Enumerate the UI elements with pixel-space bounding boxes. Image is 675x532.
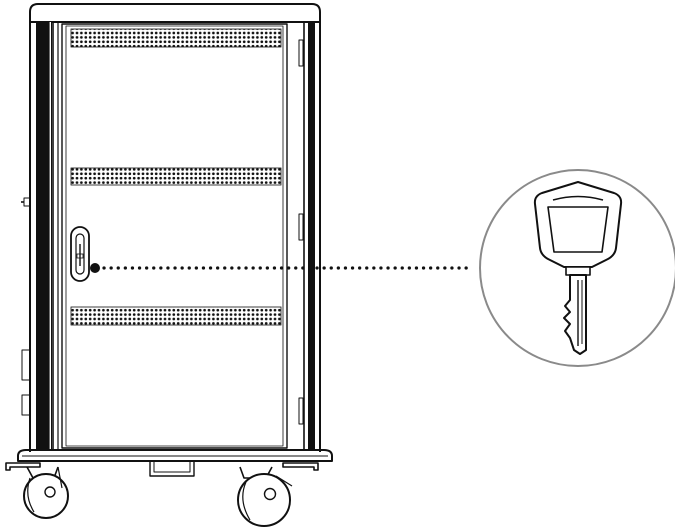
cart-body bbox=[21, 3, 321, 452]
hinge-middle bbox=[298, 213, 304, 241]
hinge-top bbox=[298, 39, 304, 67]
vent-row-bottom bbox=[70, 306, 282, 326]
base-bumper bbox=[17, 449, 333, 462]
cart-base bbox=[17, 449, 333, 477]
vent-rows bbox=[70, 28, 282, 326]
caster-right bbox=[237, 462, 319, 527]
vent-row-top bbox=[70, 28, 282, 48]
lock-housing bbox=[70, 226, 90, 282]
left-side-channel bbox=[36, 22, 48, 450]
hinge-bottom bbox=[298, 397, 304, 425]
right-side-channel bbox=[308, 22, 315, 450]
vent-row-middle bbox=[70, 167, 282, 186]
callout-leader bbox=[90, 263, 472, 273]
cart-door bbox=[61, 23, 288, 449]
caster-right-wheel bbox=[237, 473, 291, 527]
key-icon bbox=[533, 181, 623, 355]
leader-anchor-dot bbox=[90, 263, 100, 273]
base-handle bbox=[149, 461, 195, 477]
cart-top-cap bbox=[29, 3, 321, 23]
door-lock bbox=[70, 226, 90, 282]
key-callout bbox=[479, 169, 675, 367]
caster-left bbox=[5, 462, 69, 519]
